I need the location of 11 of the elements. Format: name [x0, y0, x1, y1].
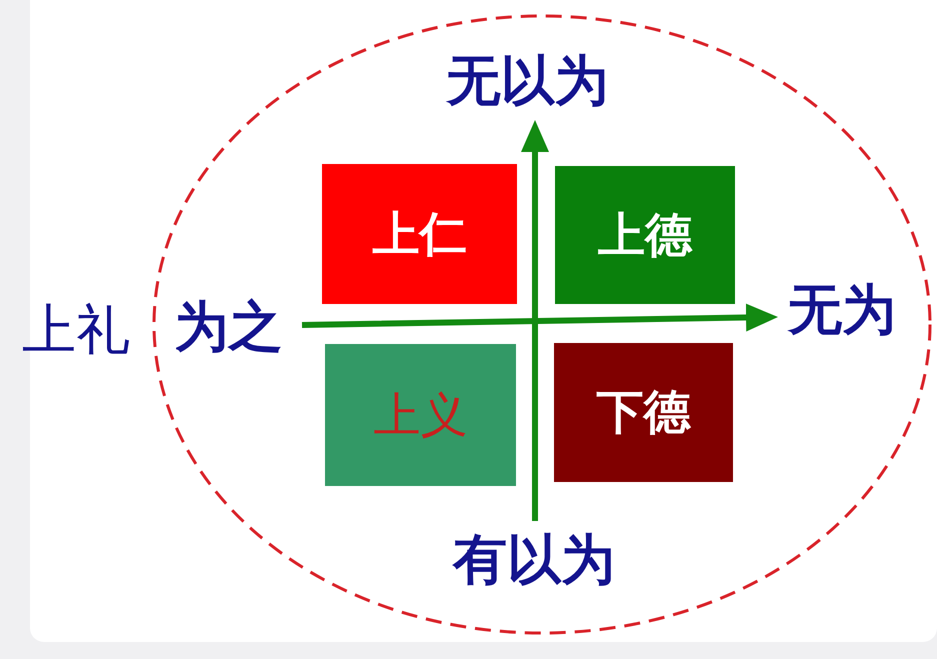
- arrow: [521, 120, 549, 521]
- quadrant-box: 上义: [325, 344, 516, 486]
- axis-label: 无为: [778, 280, 900, 340]
- axis-label: 有以为: [440, 521, 628, 589]
- side-label: 上礼: [22, 303, 130, 357]
- quadrant-box: 上仁: [322, 164, 517, 304]
- arrow: [302, 304, 778, 332]
- quadrant-box: 上德: [555, 166, 735, 304]
- quadrant-box: 下德: [554, 343, 733, 482]
- axis-label: 为之: [165, 298, 302, 356]
- axis-label: 无以为: [425, 52, 630, 120]
